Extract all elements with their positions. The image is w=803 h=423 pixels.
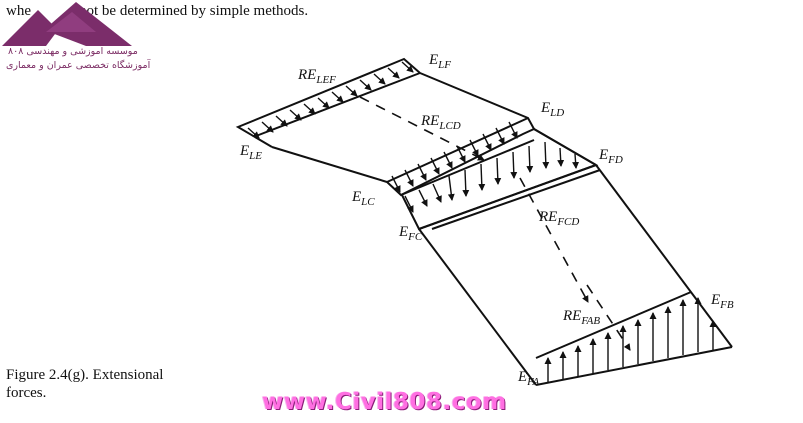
logo-line-2: آموزشگاه تخصصی عمران و معماری bbox=[6, 60, 151, 71]
logo-mark-icon bbox=[2, 2, 132, 46]
middle-strip-arrows bbox=[391, 121, 518, 193]
label-re-fcd: REFCD bbox=[538, 209, 579, 228]
label-e-fb: EFB bbox=[710, 292, 734, 311]
caption-line-1: Figure 2.4(g). Extensional bbox=[6, 367, 164, 383]
label-e-lc: ELC bbox=[351, 189, 375, 208]
upper-strip-inner-edge bbox=[255, 72, 421, 137]
middle-strip-outline bbox=[386, 127, 599, 231]
upper-plate-lower-edge bbox=[271, 146, 388, 183]
header-text-left: whe bbox=[6, 3, 31, 19]
logo-line-1: موسسه آموزشی و مهندسی ۸۰۸ bbox=[8, 46, 138, 57]
label-e-lf: ELF bbox=[428, 52, 451, 71]
fcd-strip-arrows bbox=[404, 141, 580, 213]
fold-line-fc-fd bbox=[418, 164, 597, 230]
middle-strip-inner-edge bbox=[400, 139, 535, 196]
re-fcd-dashed-arrow bbox=[519, 177, 589, 303]
lower-strip-arrows bbox=[544, 297, 717, 382]
middle-strip-upper-edge bbox=[533, 128, 597, 166]
lower-strip-inner-edge bbox=[535, 291, 692, 359]
upper-strip-arrows bbox=[247, 61, 414, 139]
label-re-lcd: RELCD bbox=[420, 113, 461, 132]
label-re-fab: REFAB bbox=[562, 308, 600, 327]
figure-caption: Figure 2.4(g). Extensional forces. bbox=[6, 366, 163, 402]
label-e-fa: EFA bbox=[517, 369, 539, 388]
header-text-right: not be determined by simple methods. bbox=[79, 3, 309, 19]
fold-line-lc-ld bbox=[386, 117, 529, 183]
label-e-ld: ELD bbox=[540, 100, 564, 119]
watermark-url: www.Civil808.com bbox=[262, 389, 507, 415]
header-text: whe not be determined by simple methods. bbox=[6, 3, 308, 20]
logo: موسسه آموزشی و مهندسی ۸۰۸ آموزشگاه تخصصی… bbox=[0, 0, 150, 80]
re-fab-dashed-arrow bbox=[586, 284, 631, 351]
lower-plate-bottom-edge bbox=[535, 346, 733, 386]
label-e-le: ELE bbox=[239, 143, 262, 162]
label-e-fc: EFC bbox=[398, 224, 423, 243]
caption-line-2: forces. bbox=[6, 385, 47, 401]
lower-plate-left-edge bbox=[418, 228, 537, 386]
fc-strip-inner-edge bbox=[431, 169, 601, 230]
lower-plate-right-edge bbox=[595, 164, 733, 348]
label-e-fd: EFD bbox=[598, 147, 623, 166]
re-lcd-dashed-arrow bbox=[359, 96, 485, 161]
label-re-lef: RELEF bbox=[297, 67, 336, 86]
